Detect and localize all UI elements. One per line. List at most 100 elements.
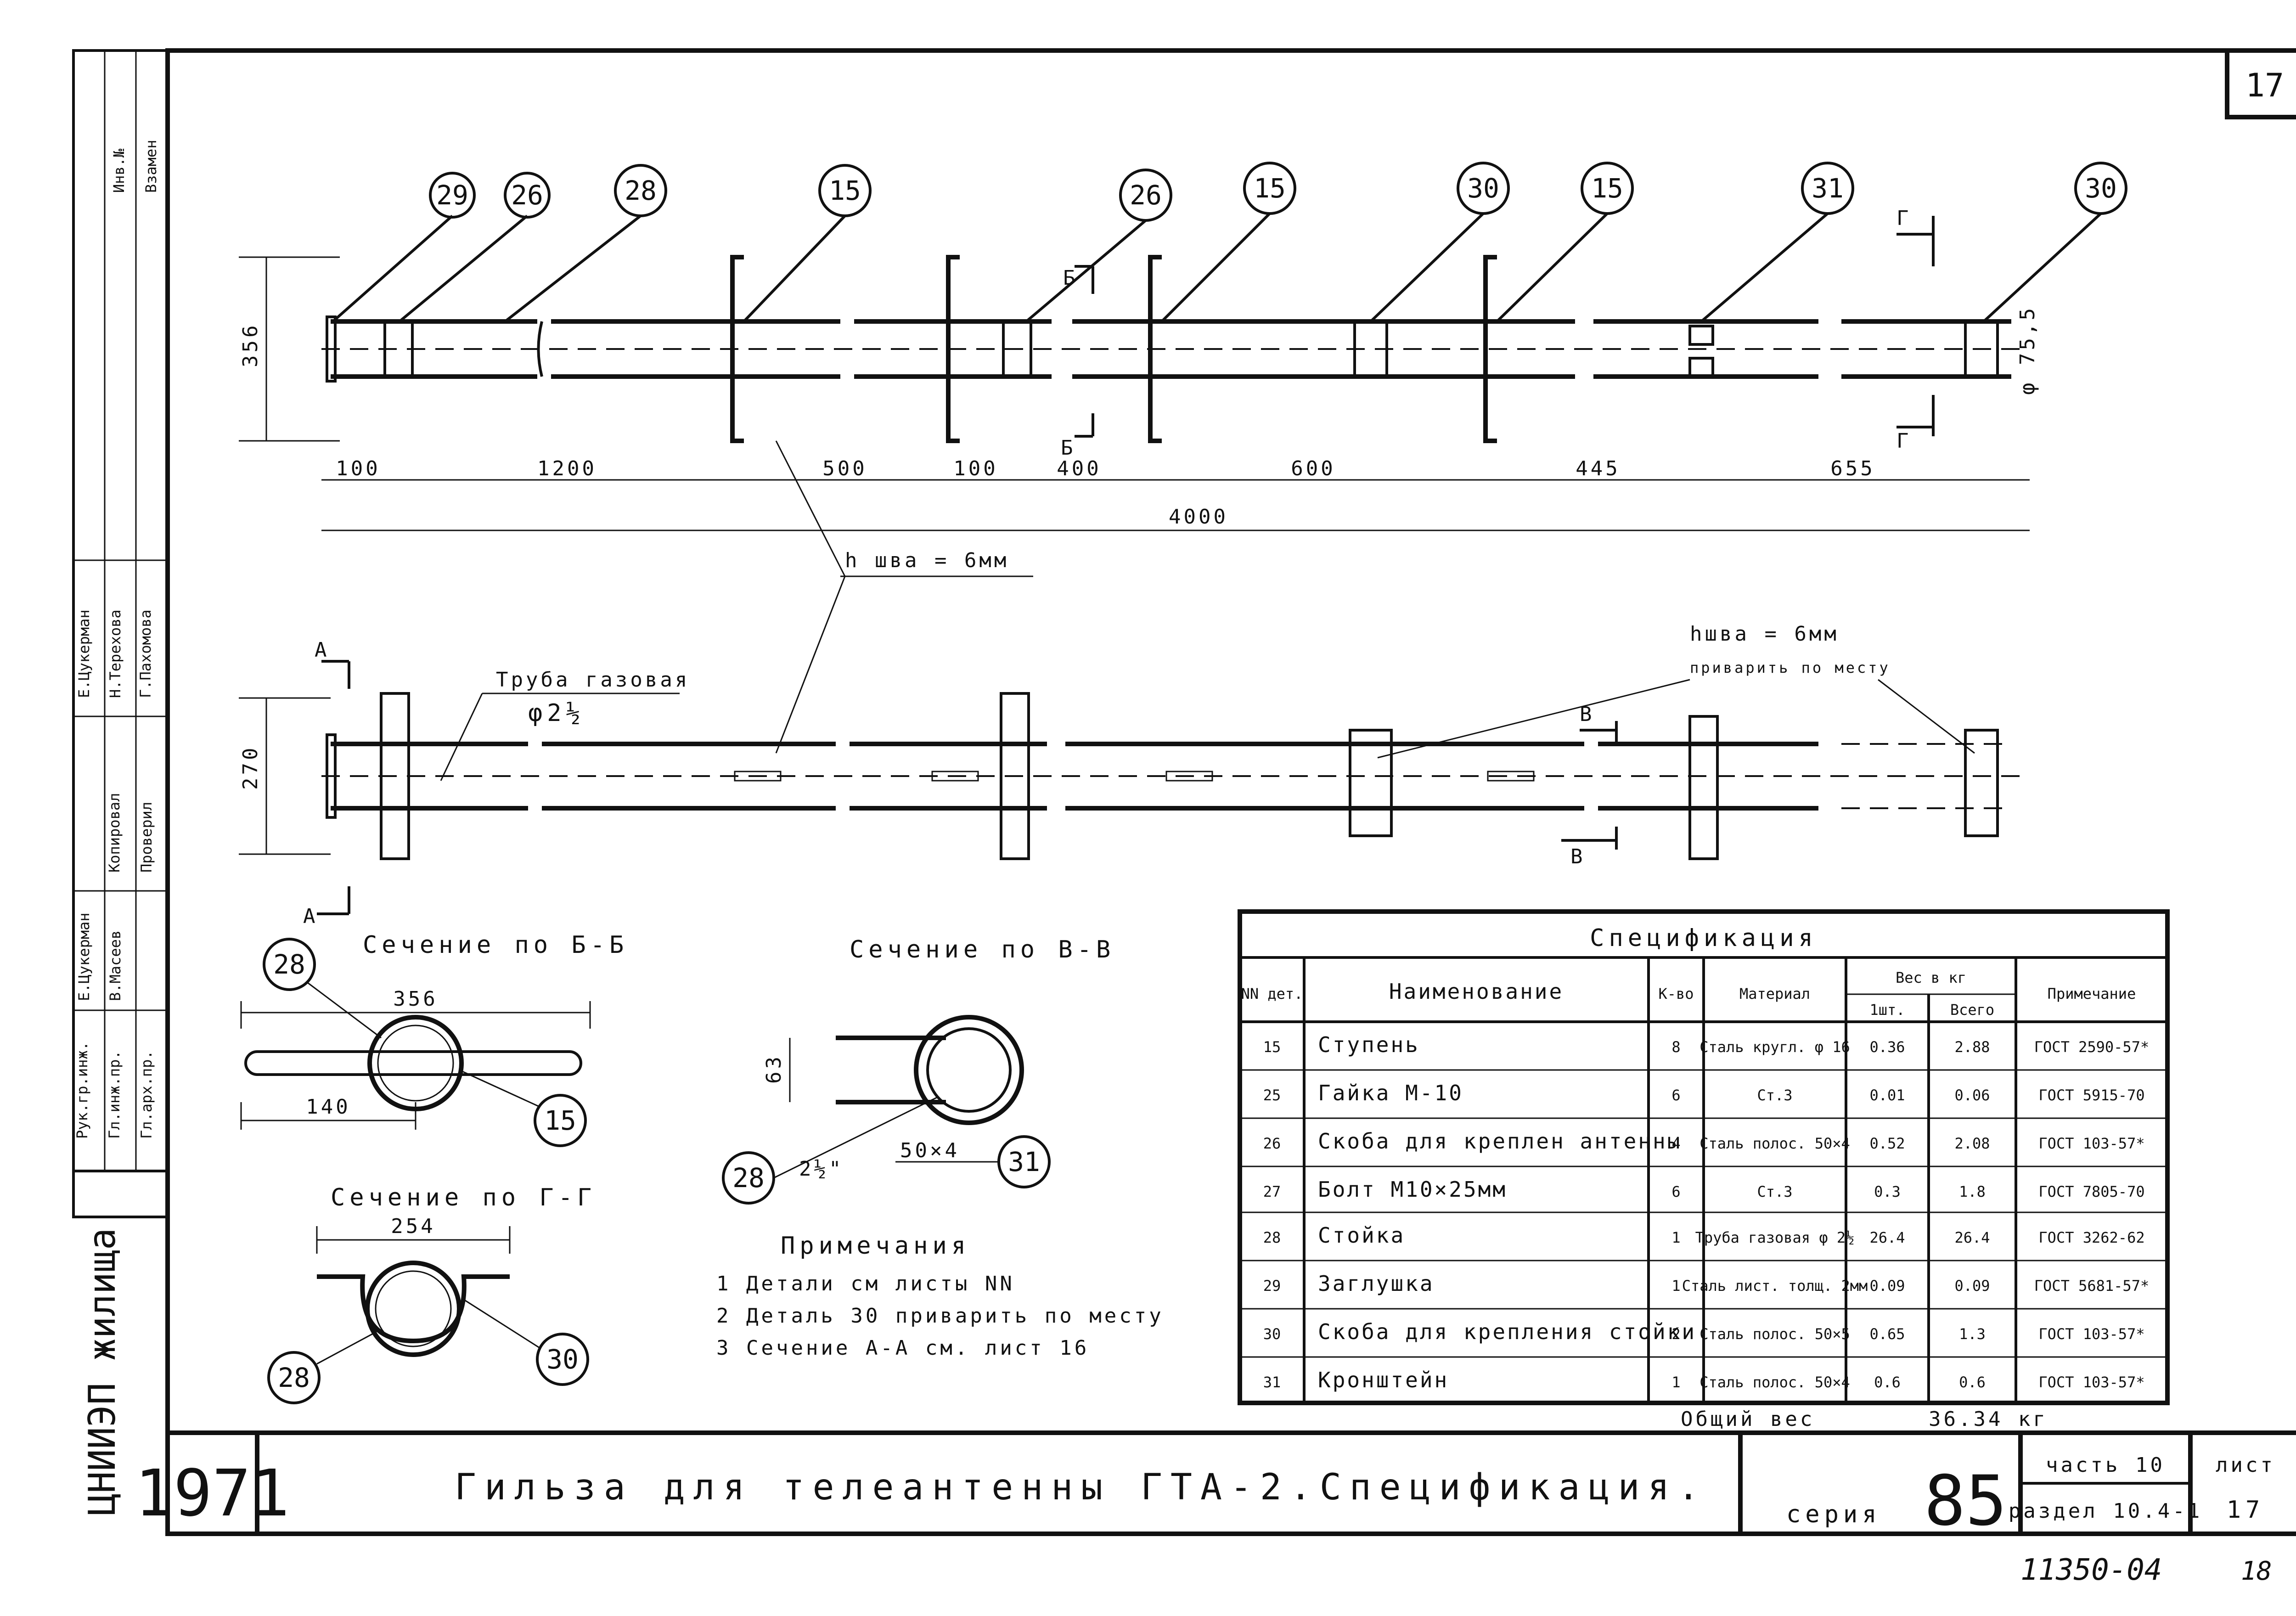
callouts-top [332, 162, 2127, 323]
step-15-d [1483, 255, 1497, 443]
role-3: Проверил [138, 802, 155, 873]
weld-note-2b: приварить по месту [1690, 659, 1891, 676]
spec-cell: 28 [1263, 1229, 1281, 1246]
dim-0: 100 [336, 457, 380, 480]
clamp-26-a [383, 320, 414, 378]
spec-cell: 8 [1671, 1038, 1680, 1056]
spec-h-w2: Всего [1950, 1001, 1994, 1019]
weld-note-1-leaders [775, 440, 846, 754]
dim-4: 400 [1057, 457, 1101, 480]
section-bb: А Сечение по Б-Б 356 140 28 15 [240, 886, 624, 1147]
name-4: Г.Пахомова [137, 609, 154, 698]
pipe-label-1: Труба газовая [496, 668, 690, 692]
dim-1: 1200 [537, 457, 597, 480]
pipe-label-2: φ2½ [528, 699, 585, 727]
section-bb-c2: 15 [544, 1105, 576, 1136]
part-label: часть 10 [2046, 1453, 2165, 1477]
spec-cell: 6 [1671, 1087, 1680, 1104]
callout-3: 15 [829, 175, 861, 206]
callout-8: 31 [1812, 173, 1844, 204]
callout-0: 29 [436, 180, 468, 211]
spec-cell: 27 [1263, 1183, 1281, 1200]
name-2: Н.Терехова [107, 609, 124, 698]
spec-cell: Сталь полос. 50×5 [1699, 1325, 1850, 1343]
section-gg-pipe-inner [375, 1270, 452, 1347]
dim-7: 655 [1830, 457, 1875, 480]
spec-row-lines [1240, 1069, 2167, 1358]
spec-cell: Сталь полос. 50×4 [1699, 1374, 1850, 1391]
spec-h-name: Наименование [1389, 979, 1564, 1004]
section-bb-rod [244, 1050, 582, 1076]
top-0: Взамен [142, 140, 160, 193]
section-bb-dim1 [240, 1001, 591, 1029]
role-0: Гл.арх.пр. [138, 1050, 155, 1139]
spec-cell: 2.88 [1954, 1038, 1990, 1056]
dim-5: 600 [1291, 457, 1335, 480]
spec-cell: Ступень [1318, 1032, 1420, 1057]
dim-3: 100 [953, 457, 998, 480]
callout-7: 15 [1591, 173, 1623, 204]
spec-cell: 0.36 [1869, 1038, 1905, 1056]
spec-cell: 0.09 [1954, 1277, 1990, 1295]
series-value: 85 [1924, 1461, 2007, 1541]
spec-cell: 1.8 [1959, 1183, 1986, 1200]
cut-b-top [1075, 265, 1094, 294]
spec-h-qty: К-во [1658, 985, 1694, 1002]
section-bb-pipe-inner [377, 1025, 454, 1102]
spec-cell: ГОСТ 2590-57* [2034, 1038, 2149, 1056]
notes-title: Примечания [781, 1232, 970, 1260]
section-vv-dim2-label: 50×4 [900, 1139, 960, 1162]
corner-sheet-number: 17 [2245, 67, 2284, 104]
cut-v-label-top: В [1580, 703, 1595, 726]
clamp-26-b [1002, 320, 1032, 378]
spec-table: Спецификация NN дет. Наименование К-во М… [1238, 909, 2170, 1431]
name-3: Е.Цукерман [75, 609, 93, 698]
side-stamp-org: ЦНИИЭП жилища [81, 1228, 124, 1515]
spec-cell: ГОСТ 103-57* [2038, 1325, 2144, 1343]
cut-a-bottom [317, 886, 350, 915]
section-gg-strap [317, 1274, 510, 1344]
section-gg: Сечение по Г-Г 254 28 30 [267, 1184, 596, 1404]
section-vv-dim3-label: 2½" [799, 1157, 844, 1181]
role-4: Копировал [106, 793, 123, 873]
spec-cell: 4 [1671, 1135, 1680, 1152]
pipe-diameter-label: φ 75,5 [2016, 305, 2039, 395]
callout-1: 26 [511, 180, 543, 211]
weld-mark-c [1165, 771, 1213, 782]
section-bb-dim2 [240, 1102, 416, 1130]
weld-mark-b [931, 771, 979, 782]
spec-cell: 0.6 [1959, 1374, 1986, 1391]
clamp-mid-30-b [1964, 729, 1999, 837]
callout-4: 26 [1130, 180, 1162, 211]
note-2: 2 Деталь 30 приварить по месту [716, 1304, 1164, 1328]
spec-cell: ГОСТ 103-57* [2038, 1135, 2144, 1152]
bracket-mid-31 [1688, 715, 1719, 860]
callout-5: 15 [1254, 173, 1286, 204]
end-cap-29 [326, 315, 337, 383]
pipe2-seg-2 [542, 742, 836, 811]
section-gg-callout-28 [267, 1351, 321, 1404]
spec-cell: 31 [1263, 1374, 1281, 1391]
callout-9: 30 [2085, 173, 2117, 204]
end-cap-mid [326, 733, 337, 819]
pipe2-seg-5 [1598, 742, 1818, 811]
section-vv-c1: 28 [732, 1162, 765, 1194]
middle-view: 270 Труба газовая φ2½ hшва = 6мм привари… [239, 622, 2030, 868]
spec-cell: 1.3 [1959, 1325, 1986, 1343]
dim-6: 445 [1576, 457, 1620, 480]
title-year: 1971 [135, 1456, 289, 1531]
section-gg-title: Сечение по Г-Г [331, 1184, 596, 1211]
pipe2-seg-3 [850, 742, 1047, 811]
cut-v-label-bottom: В [1570, 845, 1586, 868]
bracket-31-top [1688, 325, 1714, 346]
corner-sheet-box [2225, 48, 2296, 119]
spec-cell: 26.4 [1869, 1229, 1905, 1246]
spec-cell: ГОСТ 7805-70 [2038, 1183, 2144, 1200]
section-vv-legs [836, 1036, 946, 1104]
spec-cell: Заглушка [1318, 1271, 1435, 1296]
spec-cell: Кронштейн [1318, 1368, 1449, 1392]
pipe-seg-1 [331, 319, 537, 379]
section-bb-callout-15 [534, 1094, 587, 1147]
spec-cell: Болт М10×25мм [1318, 1177, 1507, 1202]
cut-b-bottom [1075, 413, 1094, 438]
